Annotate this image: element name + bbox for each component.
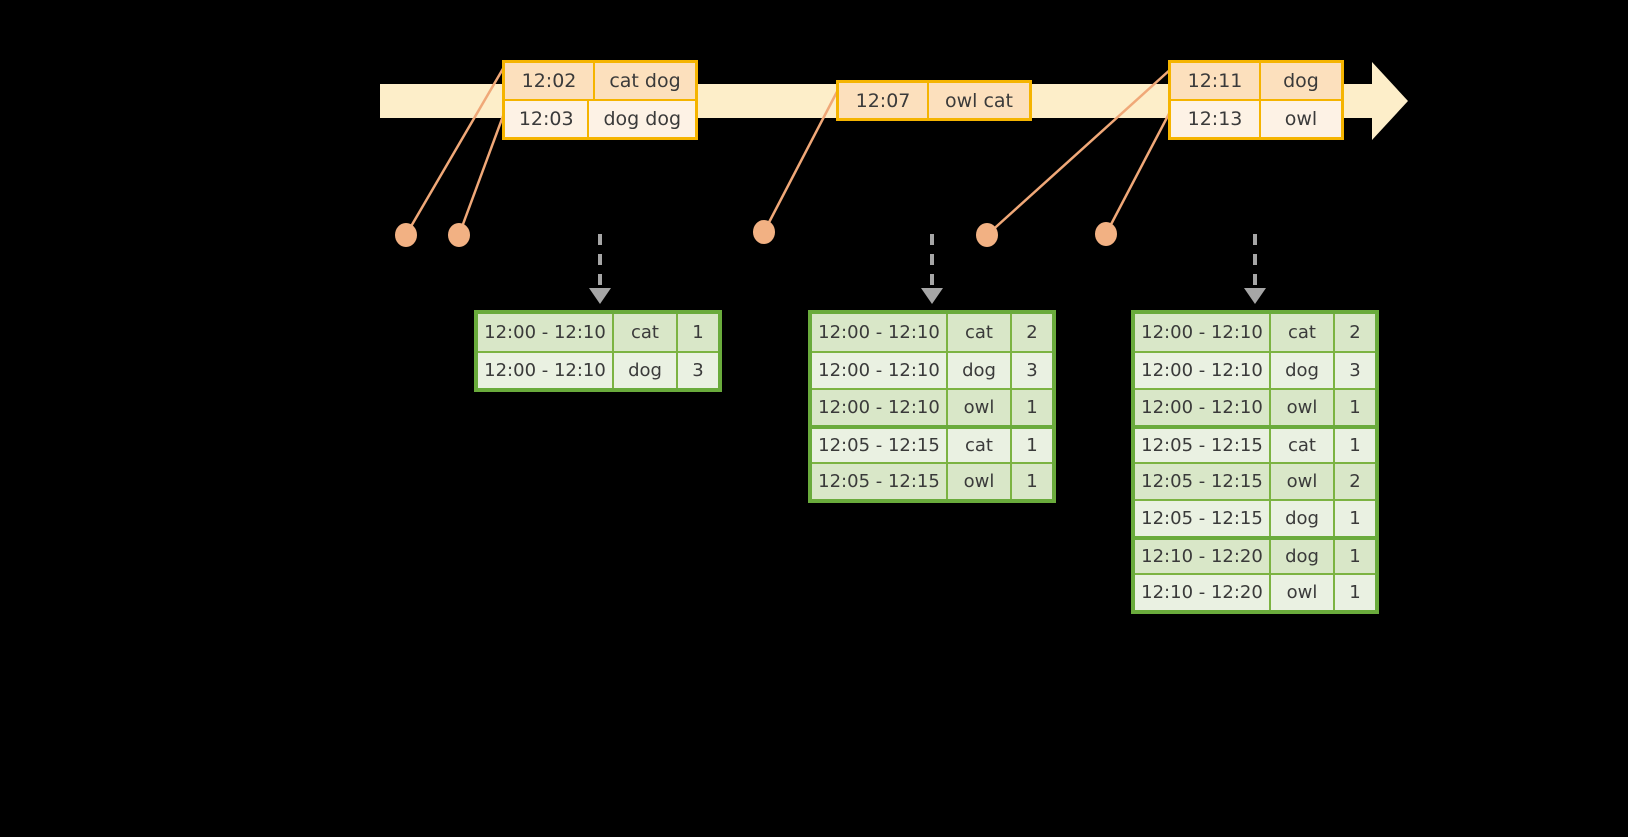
window-cell: 12:10 - 12:20 xyxy=(1135,575,1271,610)
count-cell: 1 xyxy=(1349,582,1361,603)
count-cell: 2 xyxy=(1026,322,1038,343)
event-row[interactable]: 12:13 owl xyxy=(1171,99,1341,137)
event-timestamp: 12:11 xyxy=(1171,63,1261,99)
window-cell: 12:00 - 12:10 xyxy=(1135,314,1271,351)
event-row[interactable]: 12:02 cat dog xyxy=(505,63,695,99)
count-cell: 1 xyxy=(1026,435,1038,456)
event-marker-dot[interactable] xyxy=(395,223,417,247)
event-words: cat dog xyxy=(609,70,681,92)
word-cell: cat xyxy=(614,314,678,351)
count-cell: 3 xyxy=(692,360,704,381)
window-cell: 12:00 - 12:10 xyxy=(478,314,614,351)
count-cell: 2 xyxy=(1349,471,1361,492)
event-timestamp: 12:07 xyxy=(839,83,929,118)
count-cell: 1 xyxy=(1349,435,1361,456)
word-cell: owl xyxy=(948,464,1012,499)
flow-arrow-head xyxy=(921,288,943,304)
word-cell: dog xyxy=(614,353,678,388)
flow-arrow-head xyxy=(589,288,611,304)
word-cell: cat xyxy=(1271,429,1335,462)
count-cell: 2 xyxy=(1349,322,1361,343)
event-group-1[interactable]: 12:02 cat dog 12:03 dog dog xyxy=(502,60,698,140)
word-cell: dog xyxy=(1271,540,1335,573)
event-group-2[interactable]: 12:07 owl cat xyxy=(836,80,1032,121)
event-words: owl xyxy=(1284,108,1318,130)
word-cell: owl xyxy=(1271,390,1335,425)
event-marker-dot[interactable] xyxy=(753,220,775,244)
event-row[interactable]: 12:03 dog dog xyxy=(505,99,695,137)
timeline-arrowhead xyxy=(1372,62,1408,140)
flow-arrow-head xyxy=(1244,288,1266,304)
window-cell: 12:05 - 12:15 xyxy=(812,464,948,499)
window-cell: 12:00 - 12:10 xyxy=(1135,353,1271,388)
event-words: owl cat xyxy=(944,89,1014,112)
word-cell: cat xyxy=(1271,314,1335,351)
count-cell: 3 xyxy=(1026,360,1038,381)
event-marker-dot[interactable] xyxy=(448,223,470,247)
event-words: dog dog xyxy=(603,108,681,130)
window-cell: 12:05 - 12:15 xyxy=(1135,464,1271,499)
count-cell: 1 xyxy=(1349,546,1361,567)
window-cell: 12:05 - 12:15 xyxy=(1135,501,1271,536)
event-row[interactable]: 12:07 owl cat xyxy=(839,83,1029,118)
word-cell: cat xyxy=(948,429,1012,462)
count-cell: 3 xyxy=(1349,360,1361,381)
word-cell: dog xyxy=(948,353,1012,388)
count-cell: 1 xyxy=(1026,397,1038,418)
event-marker-dot[interactable] xyxy=(976,223,998,247)
window-cell: 12:00 - 12:10 xyxy=(1135,390,1271,425)
window-cell: 12:10 - 12:20 xyxy=(1135,540,1271,573)
event-timestamp: 12:02 xyxy=(505,63,595,99)
connector-line xyxy=(1104,107,1174,235)
word-cell: cat xyxy=(948,314,1012,351)
connector-line xyxy=(457,107,508,236)
count-cell: 1 xyxy=(692,322,704,343)
event-marker-dot[interactable] xyxy=(1095,222,1117,246)
event-words: dog xyxy=(1283,70,1319,92)
window-cell: 12:05 - 12:15 xyxy=(1135,429,1271,462)
word-cell: dog xyxy=(1271,501,1335,536)
event-timestamp: 12:03 xyxy=(505,101,590,137)
window-cell: 12:05 - 12:15 xyxy=(812,429,948,462)
word-cell: owl xyxy=(948,390,1012,425)
event-group-3[interactable]: 12:11 dog 12:13 owl xyxy=(1168,60,1344,140)
word-cell: owl xyxy=(1271,575,1335,610)
count-cell: 1 xyxy=(1349,508,1361,529)
window-cell: 12:00 - 12:10 xyxy=(812,390,948,425)
event-timestamp: 12:13 xyxy=(1171,101,1261,137)
window-cell: 12:00 - 12:10 xyxy=(812,353,948,388)
word-cell: owl xyxy=(1271,464,1335,499)
event-row[interactable]: 12:11 dog xyxy=(1171,63,1341,99)
count-cell: 1 xyxy=(1349,397,1361,418)
window-cell: 12:00 - 12:10 xyxy=(478,353,614,388)
count-cell: 1 xyxy=(1026,471,1038,492)
word-cell: dog xyxy=(1271,353,1335,388)
window-cell: 12:00 - 12:10 xyxy=(812,314,948,351)
